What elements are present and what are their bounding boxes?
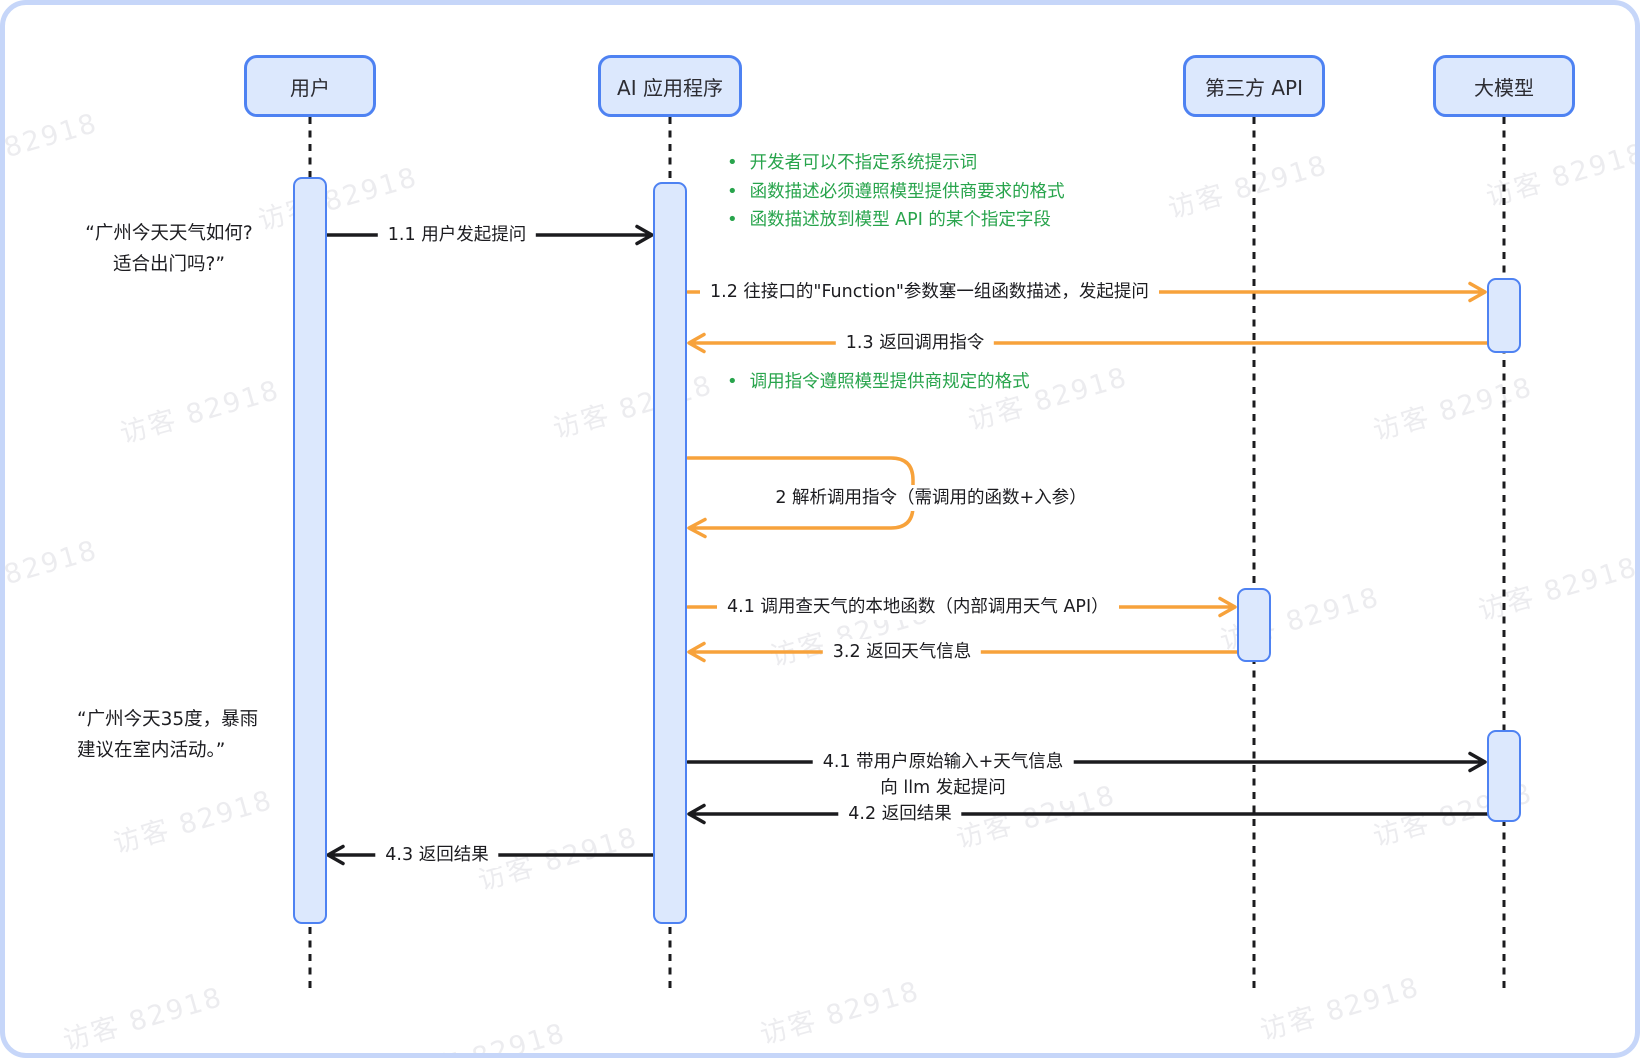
actor-box-user: 用户: [244, 55, 376, 117]
note-item-text: 函数描述必须遵照模型提供商要求的格式: [749, 181, 1065, 202]
actor-label-user: 用户: [290, 75, 330, 100]
activation-bar-ai-app: [653, 182, 687, 924]
activation-bar-user: [293, 177, 327, 924]
message-label-3-2: 3.2 返回天气信息: [822, 639, 982, 665]
message-label-4-2: 4.2 返回结果: [838, 801, 962, 827]
message-label-4-3: 4.3 返回结果: [375, 842, 499, 868]
actor-box-third-party-api: 第三方 API: [1183, 55, 1325, 117]
message-label-line: 4.1 带用户原始输入+天气信息: [822, 752, 1064, 772]
note-item-text: 开发者可以不指定系统提示词: [749, 153, 978, 173]
arrow-4-2-llm-to-ai: [687, 803, 1489, 825]
message-label-4-1-local: 4.1 调用查天气的本地函数（内部调用天气 API）: [717, 594, 1119, 620]
activation-bar-third-party-api: [1237, 588, 1271, 662]
quote-line: “广州今天35度，暴雨: [77, 709, 259, 730]
message-label-2: 2 解析调用指令（需调用的函数+入参）: [765, 485, 1097, 511]
actor-box-llm: 大模型: [1433, 55, 1575, 117]
actor-label-ai-app: AI 应用程序: [617, 75, 723, 100]
message-label-1-3: 1.3 返回调用指令: [835, 330, 995, 356]
activation-bar-llm-2: [1487, 730, 1521, 822]
quote-line: “广州今天天气如何?: [85, 223, 253, 244]
quote-final-answer: “广州今天35度，暴雨 建议在室内活动。”: [77, 704, 258, 766]
arrow-1-3-llm-to-ai: [687, 332, 1489, 354]
actor-box-ai-app: AI 应用程序: [598, 55, 742, 117]
note-item-text: 调用指令遵照模型提供商规定的格式: [749, 372, 1030, 392]
quote-line: 建议在室内活动。”: [77, 740, 226, 761]
note-item-text: 函数描述放到模型 API 的某个指定字段: [749, 210, 1051, 230]
message-label-line: 向 llm 发起提问: [880, 778, 1006, 798]
note-call-instruction-format: 调用指令遵照模型提供商规定的格式: [727, 368, 1030, 397]
note-function-description: 开发者可以不指定系统提示词 函数描述必须遵照模型提供商要求的格式 函数描述放到模…: [727, 149, 1065, 235]
message-label-1-1: 1.1 用户发起提问: [377, 222, 537, 248]
actor-label-third-party-api: 第三方 API: [1205, 75, 1303, 100]
quote-user-question: “广州今天天气如何? 适合出门吗?”: [43, 218, 295, 280]
activation-bar-llm-1: [1487, 278, 1521, 353]
actor-label-llm: 大模型: [1474, 75, 1534, 100]
message-label-4-1-llm: 4.1 带用户原始输入+天气信息 向 llm 发起提问: [812, 749, 1074, 801]
quote-line: 适合出门吗?”: [113, 254, 225, 275]
arrow-4-1-ai-to-llm: [686, 751, 1487, 773]
message-label-1-2: 1.2 往接口的"Function"参数塞一组函数描述，发起提问: [700, 279, 1159, 305]
